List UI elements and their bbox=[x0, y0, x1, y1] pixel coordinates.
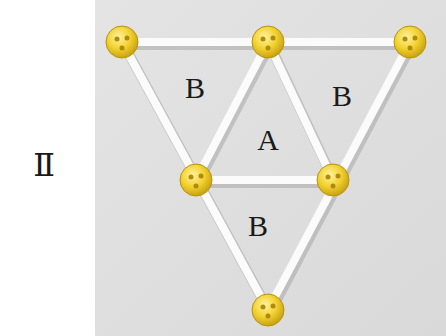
region-label: B bbox=[185, 73, 205, 103]
region-label: A bbox=[257, 125, 279, 155]
region-label: B bbox=[332, 81, 352, 111]
region-label: B bbox=[248, 211, 268, 241]
stick-shadows bbox=[124, 45, 412, 313]
figure-number: Ⅱ bbox=[33, 149, 55, 181]
sticks bbox=[122, 42, 410, 310]
connector-balls bbox=[106, 26, 426, 326]
photo-background bbox=[95, 0, 446, 336]
